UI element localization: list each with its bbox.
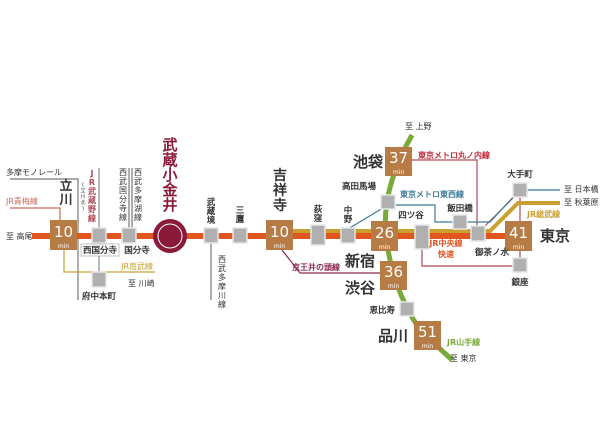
station-musashisakai[interactable]	[203, 227, 219, 244]
label-ebisu: 恵比寿	[369, 305, 395, 316]
time-value: 10	[270, 223, 289, 241]
time-value: 36	[384, 263, 403, 281]
station-iidabashi[interactable]	[452, 214, 468, 230]
time-unit: min	[513, 244, 525, 251]
label-nishikokubunji: 西国分寺	[83, 245, 118, 256]
label-sobu-line: JR総武線	[526, 209, 560, 219]
direction-akihabara: 至 秋葉原	[564, 197, 599, 207]
name-shibuya: 渋谷	[345, 279, 376, 297]
name-tachikawa-sub: (立川北)	[80, 182, 85, 212]
keio-inokashira-line	[281, 249, 380, 274]
station-ogikubo[interactable]	[310, 224, 326, 246]
label-fuchuhonmachi: 府中本町	[82, 291, 117, 302]
label-keio-inokashira-line: 京王井の頭線	[292, 262, 340, 272]
time-unit: min	[58, 243, 70, 250]
name-ikebukuro: 池袋	[353, 153, 384, 171]
label-yamanote-line: JR山手線	[446, 337, 480, 347]
time-unit: min	[379, 244, 391, 251]
tozai-line	[347, 204, 453, 230]
label-iidabashi: 飯田橋	[446, 203, 473, 214]
direction-nihonbashi: 至 日本橋	[564, 184, 599, 194]
marunouchi-ginza-branch	[421, 249, 513, 267]
station-nishikokubunji[interactable]	[91, 227, 107, 244]
name-kichijoji: 吉祥寺	[273, 167, 287, 214]
tozai-line-2	[467, 193, 517, 223]
home-station-ring	[157, 223, 183, 249]
time-box-tachikawa[interactable]: 10 min	[50, 220, 77, 250]
label-yotsuya: 四ツ谷	[398, 210, 424, 221]
name-shinjuku: 新宿	[345, 252, 375, 270]
direction-takao: 至 高尾	[6, 231, 33, 241]
station-yotsuya[interactable]	[414, 224, 430, 250]
station-nakano[interactable]	[340, 227, 356, 244]
label-ochanomizu: 御茶ノ水	[474, 247, 510, 258]
time-value: 37	[389, 149, 408, 167]
station-takadanobaba[interactable]	[380, 194, 396, 210]
station-ginza[interactable]	[512, 257, 528, 273]
nishikokubunji-label-frame	[80, 243, 120, 257]
direction-tokyo: 至 東京	[450, 353, 477, 363]
station-kokubunji[interactable]	[121, 227, 137, 244]
tama-monorail-line	[10, 178, 79, 300]
ome-line	[10, 207, 61, 222]
label-chuo-rapid-2: 快速	[438, 249, 454, 259]
label-kokubunji: 国分寺	[124, 245, 150, 256]
label-musashisakai: 武蔵境	[207, 197, 216, 226]
label-mitaka: 三鷹	[236, 206, 245, 225]
time-value: 41	[509, 224, 528, 242]
label-seibu-kokubunji-line: 西武国分寺線	[119, 168, 127, 222]
time-box-shinagawa[interactable]: 51 min	[414, 321, 441, 350]
nambu-line	[63, 250, 155, 273]
label-chuo-rapid-1: JR中央線	[428, 238, 462, 248]
time-box-ikebukuro[interactable]: 37 min	[385, 147, 412, 176]
marunouchi-line	[412, 159, 478, 228]
name-shinagawa: 品川	[378, 327, 408, 345]
time-unit: min	[388, 283, 400, 290]
time-box-shinjuku[interactable]: 26 min	[371, 221, 398, 251]
time-unit: min	[422, 343, 434, 350]
label-seibu-tamagawa-line: 西武多摩川線	[218, 255, 226, 309]
label-ome-line: JR青梅線	[5, 196, 38, 206]
direction-ueno: 至 上野	[405, 122, 432, 131]
time-value: 10	[54, 223, 73, 241]
label-takadanobaba: 高田馬場	[342, 181, 377, 192]
name-tachikawa: 立川	[58, 178, 72, 208]
time-value: 26	[375, 224, 394, 242]
time-unit: min	[393, 169, 405, 176]
name-tokyo: 東京	[540, 227, 570, 245]
home-station-name: 武蔵小金井	[161, 136, 178, 214]
time-value: 51	[418, 323, 437, 341]
label-seibu-tamako-line: 西武多摩湖線	[134, 168, 142, 222]
label-nambu-line: JR南武線	[120, 261, 153, 271]
time-box-kichijoji[interactable]: 10 min	[266, 220, 293, 250]
label-nakano: 中野	[344, 205, 353, 225]
station-ochanomizu[interactable]	[470, 225, 486, 242]
station-mitaka[interactable]	[232, 227, 248, 244]
label-ogikubo: 荻窪	[314, 204, 323, 224]
label-otemachi: 大手町	[507, 169, 533, 180]
time-unit: min	[274, 243, 286, 250]
direction-kawasaki: 至 川崎	[128, 278, 155, 288]
station-otemachi[interactable]	[512, 182, 528, 198]
time-box-shibuya[interactable]: 36 min	[380, 261, 407, 290]
label-tozai-line: 東京メトロ東西線	[400, 189, 464, 199]
label-marunouchi-line: 東京メトロ丸ノ内線	[418, 150, 490, 160]
label-tama-monorail: 多摩モノレール	[6, 167, 62, 177]
label-ginza: 銀座	[510, 277, 529, 288]
time-box-tokyo[interactable]: 41 min	[505, 221, 532, 251]
station-fuchuhonmachi[interactable]	[91, 271, 107, 288]
station-ebisu[interactable]	[399, 301, 415, 317]
